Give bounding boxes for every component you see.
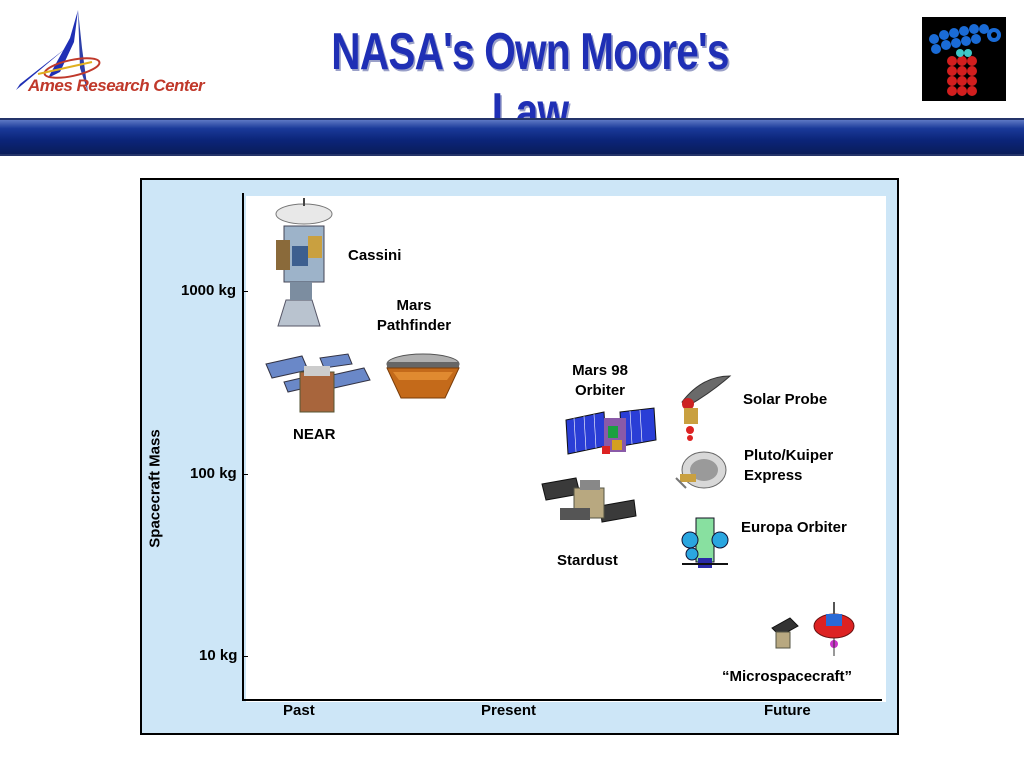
near-label: NEAR — [293, 426, 336, 443]
tick-10 — [242, 656, 248, 657]
europa-orbiter-image — [681, 517, 729, 568]
stardust-label: Stardust — [557, 552, 618, 569]
header-band — [0, 118, 1024, 156]
near-image — [265, 353, 371, 413]
europa-orbiter-label: Europa Orbiter — [741, 519, 847, 536]
pluto-kuiper-label-line2: Express — [744, 467, 803, 484]
microspacecraft-label: “Microspacecraft” — [722, 668, 853, 685]
y-axis — [242, 193, 244, 701]
cassini-image — [275, 198, 333, 327]
solar-probe-label: Solar Probe — [743, 391, 828, 408]
stardust-image — [541, 477, 637, 523]
mars-98-orbiter-image — [565, 407, 657, 455]
cassini-label: Cassini — [348, 247, 402, 264]
microspacecraft-probe-image — [813, 602, 855, 656]
mars-pathfinder-label-line1: Mars — [396, 297, 432, 314]
y-tick-label: 1000 kg — [181, 282, 237, 299]
header: Ames Research Center NASA's Own Moore's … — [0, 0, 1024, 141]
mars-98-orbiter-label-line1: Mars 98 — [572, 362, 628, 379]
y-tick-label: 100 kg — [190, 465, 237, 482]
x-tick-label: Past — [283, 702, 315, 719]
solar-probe-image — [681, 375, 732, 441]
pluto-kuiper-express-image — [675, 451, 727, 489]
tick-1000 — [242, 291, 248, 292]
microspacecraft-small-image — [771, 617, 799, 649]
x-axis — [242, 699, 882, 701]
y-axis-label: Spacecraft Mass — [146, 429, 164, 548]
chart-panel — [140, 178, 899, 735]
ames-logo — [16, 10, 101, 92]
y-tick-label: 10 kg — [199, 647, 238, 664]
nanotube-image — [922, 17, 1006, 101]
tick-100 — [242, 474, 248, 475]
pluto-kuiper-label-line1: Pluto/Kuiper — [744, 447, 834, 464]
logo-text: Ames Research Center — [28, 76, 205, 95]
x-tick-label: Future — [764, 702, 811, 719]
plot-area — [246, 196, 886, 702]
mars-pathfinder-label-line2: Pathfinder — [376, 317, 452, 334]
x-tick-label: Present — [481, 702, 537, 719]
mars-98-orbiter-label-line2: Orbiter — [574, 382, 625, 399]
mars-pathfinder-image — [386, 353, 460, 399]
